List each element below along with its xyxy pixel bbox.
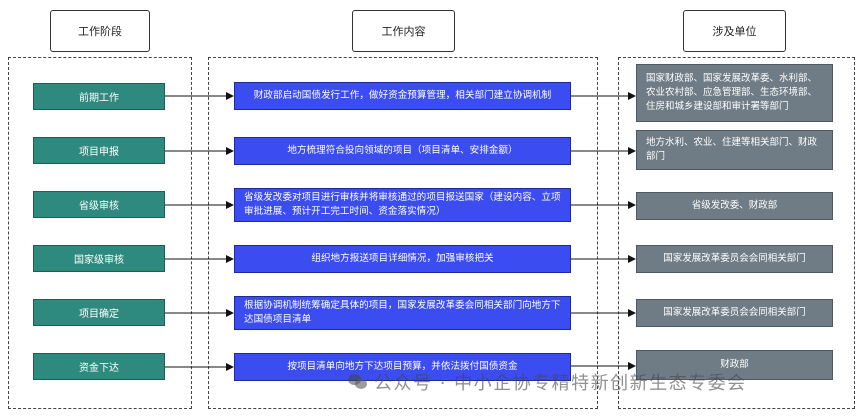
units-box-2: 地方水利、农业、住建等相关部门、财政部门 xyxy=(636,130,833,170)
content-text: 组织地方报送项目详细情况，加强审核把关 xyxy=(311,253,494,265)
units-lane xyxy=(618,57,855,409)
content-text: 财政部启动国债发行工作，做好资金预算管理，相关部门建立协调机制 xyxy=(253,90,552,102)
content-box-5: 根据协调机制统筹确定具体的项目，国家发展改革委会同相关部门向地方下达国债项目清单 xyxy=(234,296,571,330)
units-box-5: 国家发展改革委员会会同相关部门 xyxy=(636,299,833,327)
content-lane xyxy=(208,57,598,409)
content-box-3: 省级发改委对项目进行审核并将审核通过的项目报送国家（建设内容、立项审批进展、预计… xyxy=(234,188,571,222)
content-text: 按项目清单向地方下达项目预算，并依法拨付国债资金 xyxy=(287,361,518,373)
header-units: 涉及单位 xyxy=(683,10,786,52)
units-box-6: 财政部 xyxy=(636,350,833,380)
content-box-2: 地方梳理符合投向领域的项目（项目清单、安排金额） xyxy=(234,137,571,165)
stage-lane xyxy=(8,57,192,409)
stage-box-application: 项目申报 xyxy=(33,137,165,164)
stage-label: 国家级审核 xyxy=(74,255,124,266)
units-box-3: 省级发改委、财政部 xyxy=(636,192,833,220)
stage-label: 资金下达 xyxy=(79,363,119,374)
units-text: 地方水利、农业、住建等相关部门、财政部门 xyxy=(646,137,818,162)
watermark-text: 公众号 · 中小企协专精特新创新生态专委会 xyxy=(374,373,747,394)
content-box-1: 财政部启动国债发行工作，做好资金预算管理，相关部门建立协调机制 xyxy=(234,82,571,110)
header-content: 工作内容 xyxy=(352,10,455,52)
content-text: 根据协调机制统筹确定具体的项目，国家发展改革委会同相关部门向地方下达国债项目清单 xyxy=(244,300,561,325)
watermark: 公众号 · 中小企协专精特新创新生态专委会 xyxy=(348,370,747,394)
stage-box-pre-work: 前期工作 xyxy=(33,83,165,110)
units-text: 省级发改委、财政部 xyxy=(691,200,778,212)
units-box-4: 国家发展改革委员会会同相关部门 xyxy=(636,245,833,273)
wechat-icon xyxy=(348,373,368,391)
units-text: 财政部 xyxy=(720,359,749,371)
content-box-4: 组织地方报送项目详细情况，加强审核把关 xyxy=(234,245,571,273)
stage-label: 省级审核 xyxy=(79,201,119,212)
stage-box-national-review: 国家级审核 xyxy=(33,245,165,272)
stage-label: 项目申报 xyxy=(79,147,119,158)
content-text: 地方梳理符合投向领域的项目（项目清单、安排金额） xyxy=(287,145,518,157)
units-text: 国家发展改革委员会会同相关部门 xyxy=(663,307,806,319)
content-box-6: 按项目清单向地方下达项目预算，并依法拨付国债资金 xyxy=(234,353,571,381)
units-text: 国家财政部、国家发展改革委、水利部、农业农村部、应急管理部、生态环境部、住房和城… xyxy=(646,73,818,112)
stage-box-provincial-review: 省级审核 xyxy=(33,191,165,218)
header-stage: 工作阶段 xyxy=(50,10,150,52)
content-text: 省级发改委对项目进行审核并将审核通过的项目报送国家（建设内容、立项审批进展、预计… xyxy=(244,192,561,217)
units-text: 国家发展改革委员会会同相关部门 xyxy=(663,253,806,265)
stage-label: 前期工作 xyxy=(79,93,119,104)
units-box-1: 国家财政部、国家发展改革委、水利部、农业农村部、应急管理部、生态环境部、住房和城… xyxy=(636,64,833,122)
stage-label: 项目确定 xyxy=(79,309,119,320)
stage-box-project-confirm: 项目确定 xyxy=(33,299,165,326)
stage-box-funds-release: 资金下达 xyxy=(33,353,165,380)
